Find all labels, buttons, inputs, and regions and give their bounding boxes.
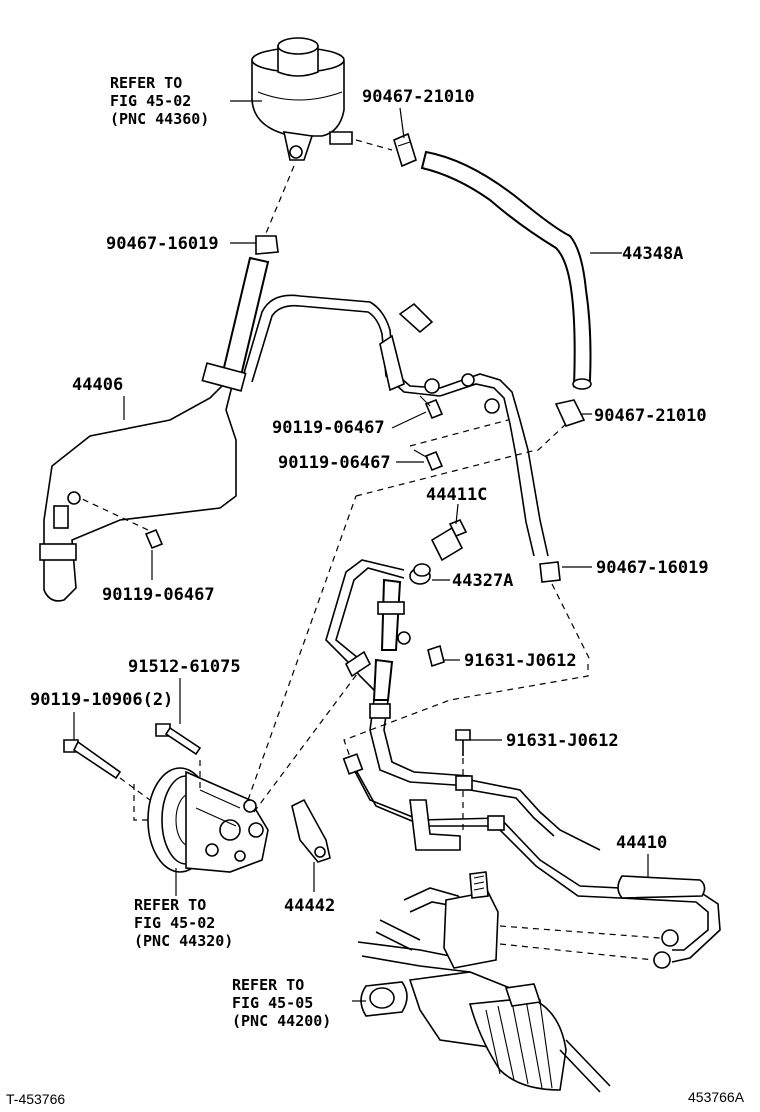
bolt-90119-06467-b <box>413 449 444 472</box>
label-44327A[interactable]: 44327A <box>452 571 513 591</box>
hose-44406 <box>39 256 441 602</box>
pressure-hose-mid <box>325 559 471 787</box>
label-90467-16019-mid[interactable]: 90467-16019 <box>596 558 709 578</box>
label-90467-16019-top[interactable]: 90467-16019 <box>106 234 219 254</box>
label-44411C[interactable]: 44411C <box>426 485 487 505</box>
dash-21010-mid <box>535 423 567 453</box>
clamp-90467-21010-top <box>393 132 417 168</box>
label-91631-J0612-a[interactable]: 91631-J0612 <box>464 651 577 671</box>
ref-gear-line2: FIG 45-05 <box>232 994 313 1012</box>
clamp-90467-21010-mid <box>554 399 586 427</box>
ref-reservoir-line3: (PNC 44360) <box>110 110 209 128</box>
dash-16019-mid <box>551 583 591 661</box>
label-90467-21010-top[interactable]: 90467-21010 <box>362 87 475 107</box>
bolt-90119-06467-a <box>419 395 444 420</box>
label-90119-10906[interactable]: 90119-10906(2) <box>30 690 173 710</box>
clamp-90467-16019-top <box>255 235 279 255</box>
label-44442[interactable]: 44442 <box>284 896 335 916</box>
union-bolt-44411C <box>430 518 468 562</box>
footer-figure-code: 453766A <box>688 1089 745 1105</box>
label-90119-06467-a[interactable]: 90119-06467 <box>272 418 385 438</box>
pressure-pipe-44410 <box>342 753 721 963</box>
hose-44348A <box>420 150 592 388</box>
label-90467-21010-mid[interactable]: 90467-21010 <box>594 406 707 426</box>
pressure-pipe-upper <box>379 302 549 557</box>
ref-reservoir-line1: REFER TO <box>110 74 182 92</box>
footer-illustration-id: T-453766 <box>6 1091 65 1107</box>
label-44410[interactable]: 44410 <box>616 833 667 853</box>
ref-pump-line1: REFER TO <box>134 896 206 914</box>
dash-pump-bolts <box>119 760 201 821</box>
bolt-91631-J0612-a <box>427 644 445 668</box>
reservoir-tank <box>251 37 353 161</box>
leader-lines <box>73 100 649 1002</box>
dash-route-lower <box>343 664 589 775</box>
bolt-91631-J0612-b <box>455 729 471 756</box>
bracket-44442 <box>291 798 331 863</box>
label-44406[interactable]: 44406 <box>72 375 123 395</box>
ref-pump-line3: (PNC 44320) <box>134 932 233 950</box>
bolt-91512-61075 <box>155 723 202 756</box>
dash-pump-to-44406 <box>247 495 357 801</box>
label-90119-06467-c[interactable]: 90119-06467 <box>102 585 215 605</box>
clamp-90467-16019-mid <box>539 561 561 583</box>
ref-gear-line1: REFER TO <box>232 976 304 994</box>
pipe-fittings <box>499 925 679 969</box>
bolt-90119-10906 <box>63 739 122 780</box>
ref-reservoir-line2: FIG 45-02 <box>110 92 191 110</box>
ref-pump-line2: FIG 45-02 <box>134 914 215 932</box>
label-44348A[interactable]: 44348A <box>622 244 683 264</box>
dash-bolt-b <box>409 419 509 447</box>
label-91631-J0612-b[interactable]: 91631-J0612 <box>506 731 619 751</box>
dash-reservoir-to-clamp-21010 <box>355 139 393 151</box>
ref-gear-line3: (PNC 44200) <box>232 1012 331 1030</box>
dash-44406-route <box>355 449 537 497</box>
dash-reservoir-to-clamp-16019 <box>263 165 295 239</box>
label-90119-06467-b[interactable]: 90119-06467 <box>278 453 391 473</box>
dash-pump-to-pressure <box>253 669 361 813</box>
bolt-90119-06467-c <box>144 528 164 550</box>
power-steering-pump <box>147 767 269 873</box>
dash-bolt-c <box>79 497 149 531</box>
gasket-44327A <box>409 563 431 585</box>
steering-gear <box>357 871 611 1093</box>
label-91512-61075[interactable]: 91512-61075 <box>128 657 241 677</box>
